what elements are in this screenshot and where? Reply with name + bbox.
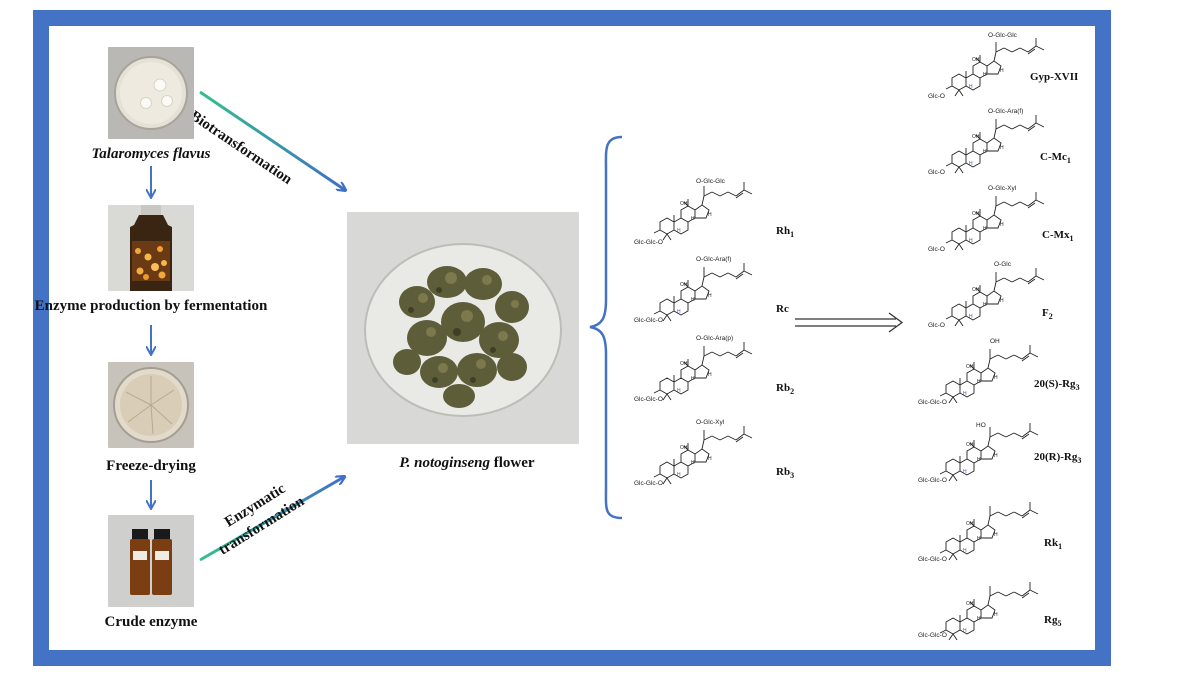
substrate-c3-sugar: Glc-Glc-O <box>634 239 663 246</box>
product-name: 20(R)-Rg3 <box>1034 451 1081 465</box>
substrate-rb3: O-Glc-Xyl Glc-Glc-O Rb3 <box>630 416 800 496</box>
product-f2: O-Glc Glc-O F2 <box>922 258 1098 338</box>
product-c20-sugar: O-Glc-Xyl <box>988 185 1016 192</box>
product-c20-sugar: O-Glc-Glc <box>988 32 1017 39</box>
crude-enzyme-label: Crude enzyme <box>60 614 242 631</box>
substrate-rh1: O-Glc-Glc Glc-Glc-O Rh1 <box>630 172 800 252</box>
product-c3-sugar: Glc-Glc-O <box>918 477 947 484</box>
product-c3-sugar: Glc-O <box>928 169 945 176</box>
substrate-rc: O-Glc-Ara(f) Glc-Glc-O Rc <box>630 253 800 333</box>
steroid-skeleton-icon <box>916 572 1098 652</box>
substrate-c3-sugar: Glc-Glc-O <box>634 396 663 403</box>
product-20s-rg3: OH Glc-Glc-O 20(S)-Rg3 <box>916 335 1098 415</box>
substrate-c20-sugar: O-Glc-Ara(p) <box>696 335 733 342</box>
steroid-skeleton-icon <box>922 28 1098 108</box>
product-name: C-Mx1 <box>1042 229 1074 243</box>
substrate-name: Rb3 <box>776 466 794 480</box>
substrate-c20-sugar: O-Glc-Glc <box>696 178 725 185</box>
product-c20-sugar: O-Glc-Ara(f) <box>988 108 1023 115</box>
curly-bracket <box>590 137 622 518</box>
product-rk1: Glc-Glc-O Rk1 <box>916 492 1098 572</box>
product-c-mx1: O-Glc-Xyl Glc-O C-Mx1 <box>922 182 1098 262</box>
petri-dish-icon <box>108 47 194 139</box>
flower-species-text: P. notoginseng <box>399 455 490 471</box>
organism-label: Talaromyces flavus <box>60 146 242 163</box>
product-c3-sugar: Glc-O <box>928 93 945 100</box>
substrate-rb2: O-Glc-Ara(p) Glc-Glc-O Rb2 <box>630 332 800 412</box>
product-name: F2 <box>1042 307 1053 321</box>
product-c-mc1: O-Glc-Ara(f) Glc-O C-Mc1 <box>922 105 1098 185</box>
product-c3-sugar: Glc-Glc-O <box>918 556 947 563</box>
product-gyp-xvii: O-Glc-Glc Glc-O Gyp-XVII <box>922 28 1098 108</box>
substrate-c20-sugar: O-Glc-Ara(f) <box>696 256 731 263</box>
flower-label: P. notoginseng flower <box>362 455 572 472</box>
flower-word-text: flower <box>490 455 535 471</box>
product-name: 20(S)-Rg3 <box>1034 378 1080 392</box>
steroid-skeleton-icon <box>922 258 1098 338</box>
product-c3-sugar: Glc-Glc-O <box>918 399 947 406</box>
product-c3-sugar: Glc-O <box>928 322 945 329</box>
product-c3-sugar: Glc-Glc-O <box>918 632 947 639</box>
freeze-drying-label: Freeze-drying <box>60 458 242 475</box>
product-c20-substituent: OH <box>990 338 1000 345</box>
steroid-skeleton-icon <box>922 182 1098 262</box>
crude-enzyme-vials-icon <box>108 515 194 607</box>
product-rg5: Glc-Glc-O Rg5 <box>916 572 1098 652</box>
product-c20-sugar: O-Glc <box>994 261 1011 268</box>
substrate-name: Rc <box>776 303 789 317</box>
substrate-c20-sugar: O-Glc-Xyl <box>696 419 724 426</box>
product-name: Gyp-XVII <box>1030 71 1078 85</box>
product-name: Rg5 <box>1044 614 1061 628</box>
product-20r-rg3: HO Glc-Glc-O 20(R)-Rg3 <box>916 413 1098 493</box>
fermentation-bottle-icon <box>108 205 194 291</box>
steroid-skeleton-icon <box>922 105 1098 185</box>
substrate-name: Rb2 <box>776 382 794 396</box>
flower-bowl-icon <box>347 212 579 444</box>
product-c20-substituent: HO <box>976 422 986 429</box>
fermentation-label: Enzyme production by fermentation <box>30 298 272 315</box>
substrate-c3-sugar: Glc-Glc-O <box>634 480 663 487</box>
product-name: C-Mc1 <box>1040 151 1071 165</box>
product-c3-sugar: Glc-O <box>928 246 945 253</box>
substrate-name: Rh1 <box>776 225 794 239</box>
substrate-c3-sugar: Glc-Glc-O <box>634 317 663 324</box>
freeze-dried-dish-icon <box>108 362 194 448</box>
product-name: Rk1 <box>1044 537 1062 551</box>
reaction-double-arrow <box>795 313 902 332</box>
